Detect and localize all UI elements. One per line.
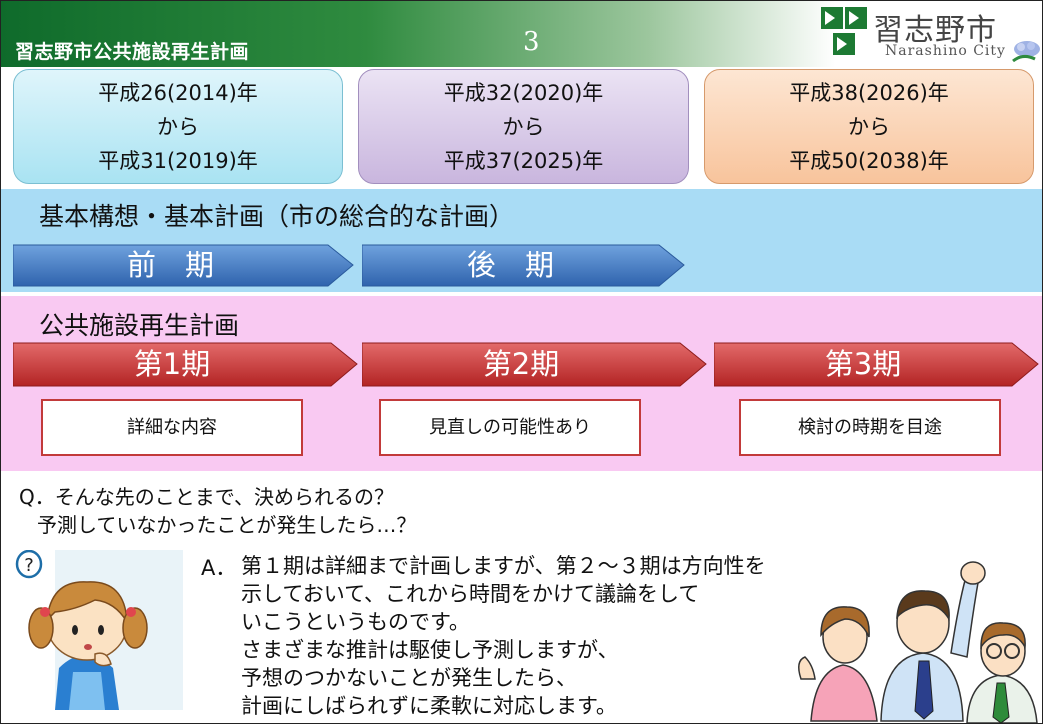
logo-name: 習志野市: [873, 13, 997, 48]
facility-plan-title: 公共施設再生計画: [39, 311, 240, 340]
master-phase-label-1: 前 期: [126, 248, 214, 282]
cheering-people-illustration: [791, 561, 1039, 723]
master-phase-label-2: 後 期: [466, 248, 554, 282]
master-phase-arrow-1: 前 期: [13, 243, 355, 288]
master-plan-title: 基本構想・基本計画（市の総合的な計画）: [39, 202, 515, 231]
period-end: 平成37(2025)年: [443, 149, 604, 173]
answer-line: 示しておいて、これから時間をかけて議論をして: [241, 582, 700, 606]
master-phase-arrow-2: 後 期: [362, 243, 686, 288]
slide-header: 習志野市公共施設再生計画 3 習志野市 Narashino City: [1, 1, 1042, 67]
question-line-1: Q．そんな先のことまで、決められるの？: [19, 485, 394, 509]
facility-phase-arrow-2: 第2期: [362, 341, 708, 388]
logo-chevrons-icon: [821, 7, 867, 55]
answer-line: さまざまな推計は駆使し予測しますが、: [241, 638, 619, 662]
answer-mark: A．: [201, 556, 237, 580]
header-title: 習志野市公共施設再生計画: [15, 41, 250, 63]
facility-phase-label-1: 第1期: [133, 347, 211, 381]
question-line-2: 予測していなかったことが発生したら…？: [37, 513, 417, 537]
period-from: から: [848, 115, 890, 139]
period-from: から: [157, 115, 199, 139]
period-from: から: [502, 115, 545, 139]
questioning-girl-illustration: ?: [15, 549, 183, 710]
facility-note-2: 見直しの可能性あり: [379, 399, 641, 456]
narashino-logo-icon: 習志野市 Narashino City: [819, 3, 1041, 67]
period-box-1: 平成26(2014)年 から 平成31(2019)年: [13, 69, 343, 184]
master-plan-band: 基本構想・基本計画（市の総合的な計画） 前 期 後 期: [1, 189, 1042, 292]
page-number: 3: [523, 27, 540, 57]
period-end: 平成50(2038)年: [789, 149, 949, 173]
answer-line: 第１期は詳細まで計画しますが、第２～３期は方向性を: [241, 554, 766, 578]
answer-line: いこうというものです。: [241, 610, 470, 634]
period-start: 平成38(2026)年: [789, 81, 949, 105]
period-box-2: 平成32(2020)年 から 平成37(2025)年: [358, 69, 689, 184]
question-mark-icon: ?: [24, 555, 34, 576]
facility-phase-arrow-1: 第1期: [13, 341, 359, 388]
period-box-3: 平成38(2026)年 から 平成50(2038)年: [704, 69, 1034, 184]
answer-line: 計画にしばられずに柔軟に対応します。: [241, 694, 617, 718]
period-end: 平成31(2019)年: [98, 149, 258, 173]
period-start: 平成32(2020)年: [443, 81, 604, 105]
facility-phase-label-3: 第3期: [824, 347, 902, 381]
facility-note-1: 詳細な内容: [41, 399, 303, 456]
answer-line: 予想のつかないことが発生したら、: [241, 666, 577, 690]
facility-phase-label-2: 第2期: [482, 347, 560, 381]
facility-note-3: 検討の時期を目途: [739, 399, 1001, 456]
period-start: 平成26(2014)年: [98, 81, 258, 105]
logo-subtitle: Narashino City: [885, 43, 1006, 59]
answer-text: 第１期は詳細まで計画しますが、第２～３期は方向性を 示しておいて、これから時間を…: [241, 552, 766, 720]
flower-icon: [1012, 41, 1040, 63]
facility-phase-arrow-3: 第3期: [714, 341, 1040, 388]
